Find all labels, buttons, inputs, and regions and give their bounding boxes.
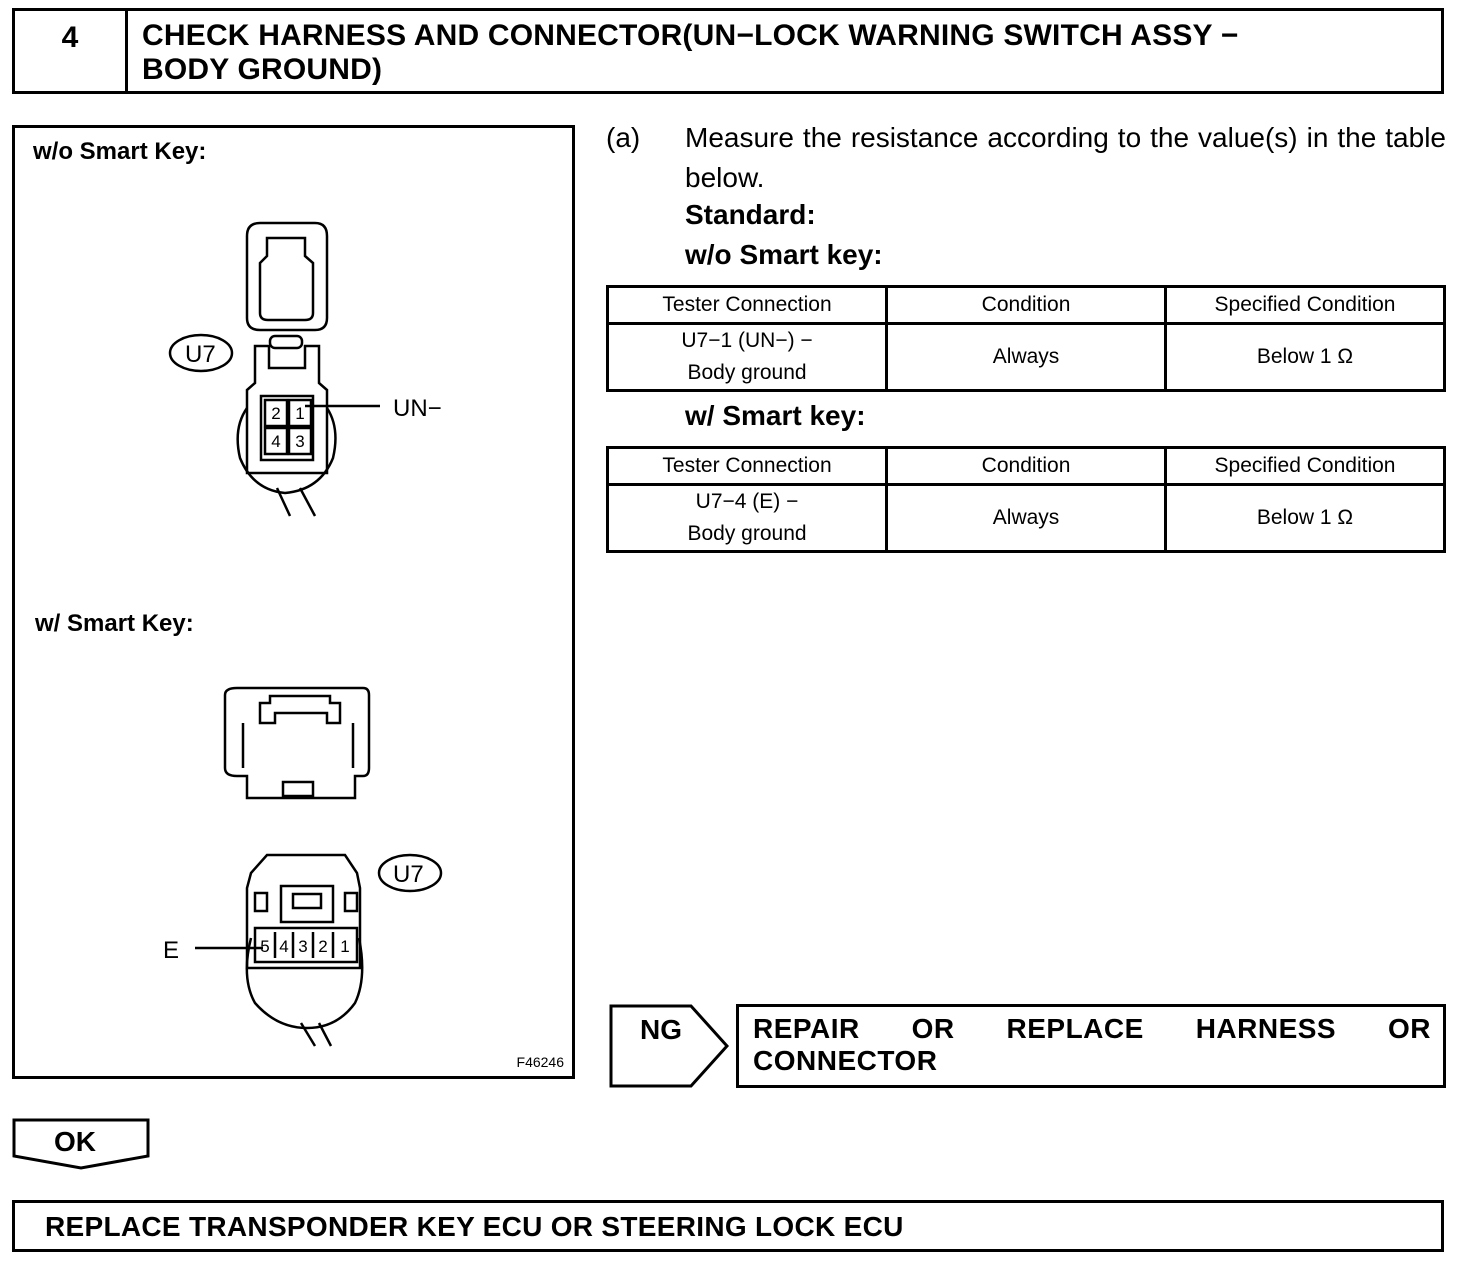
spec-table-without-smart-key: Tester Connection Condition Specified Co… [605,285,1446,392]
pin-number: 2 [318,937,327,956]
connector-pin-frame-lower [253,926,359,964]
pin-number: 2 [271,404,280,423]
connector-drawings: 2 1 4 3 5 4 3 2 1 U7 U7 UN− E [163,221,443,1047]
connector-cap-outline [245,221,329,332]
connector-body-upper [245,344,329,475]
instruction-text: Measure the resistance according to the … [685,122,1446,193]
connector-id-oval [168,333,234,373]
ok-arrow-shape [12,1118,150,1170]
with-smart-key-label: w/ Smart key: [685,400,866,431]
ng-tag: NG [609,1004,730,1088]
table-row: U7−1 (UN−) − Body ground Always Below 1 … [605,322,1446,392]
ng-result-word: REPLACE [1006,1013,1144,1044]
connector-body-lower [245,853,362,970]
pin-number: 1 [295,404,304,423]
ng-label: NG [640,1014,682,1045]
pin-cell [287,398,313,428]
pin-number: 1 [340,937,349,956]
pin-number: 4 [279,937,288,956]
ng-result-line2: CONNECTOR [753,1045,938,1076]
connector-cap-inner [258,236,315,322]
connector-figure: w/o Smart Key: w/ Smart Key: [12,125,575,1079]
column-header: Condition [885,285,1168,325]
step-title-line2: BODY GROUND) [142,53,383,86]
ng-result-word: OR [1388,1013,1431,1044]
pin-number: 5 [260,937,269,956]
without-smart-key-label: w/o Smart key: [685,239,883,270]
tester-connection-line: Body ground [687,361,807,384]
harness-loop-lower [245,937,364,1030]
connector-side-slot [343,891,359,913]
ok-tag: OK [12,1118,150,1170]
tester-connection-line: U7−1 (UN−) − [681,329,813,352]
table-row: U7−4 (E) − Body ground Always Below 1 Ω [605,483,1446,553]
connector-side-latch [258,694,342,725]
pin-cell [263,398,289,428]
wire [299,1022,317,1047]
instruction: (a) Measure the resistance according to … [606,118,1446,198]
ng-result-word: HARNESS [1195,1013,1337,1044]
ng-result-line1: REPAIR OR REPLACE HARNESS OR [753,1013,1431,1045]
column-header: Tester Connection [605,285,889,325]
specified-condition-cell: Below 1 Ω [1164,322,1446,392]
condition-cell: Always [885,322,1168,392]
figure-label-without-smart-key: w/o Smart Key: [33,138,207,165]
ok-label: OK [54,1126,96,1157]
connector-id-label: U7 [393,861,424,888]
pin-number: 3 [298,937,307,956]
pin-label-e: E [163,937,179,964]
wire [298,487,317,517]
spec-table-with-smart-key: Tester Connection Condition Specified Co… [605,446,1446,553]
pin-number: 4 [271,432,280,451]
step-title: CHECK HARNESS AND CONNECTOR(UN−LOCK WARN… [128,11,1441,91]
column-header: Specified Condition [1164,446,1446,486]
pin-cell [287,426,313,456]
connector-key [279,884,335,924]
pin-number: 3 [295,432,304,451]
table-header-row: Tester Connection Condition Specified Co… [605,285,1446,325]
column-header: Tester Connection [605,446,889,486]
condition-cell: Always [885,483,1168,553]
connector-id-oval [377,853,443,893]
pin-label-un: UN− [393,395,442,422]
instruction-marker: (a) [606,122,641,153]
tester-connection-cell: U7−1 (UN−) − Body ground [605,322,889,392]
table-header-row: Tester Connection Condition Specified Co… [605,446,1446,486]
connector-side-tab [281,780,315,798]
connector-id-label: U7 [185,341,216,368]
step-header: 4 CHECK HARNESS AND CONNECTOR(UN−LOCK WA… [12,8,1444,94]
tester-connection-line: U7−4 (E) − [695,490,799,513]
figure-code: F46246 [516,1054,564,1070]
column-header: Condition [885,446,1168,486]
wire [317,1022,333,1047]
wire [275,487,292,517]
specified-condition-cell: Below 1 Ω [1164,483,1446,553]
connector-key-inner [291,892,323,910]
step-title-line1: CHECK HARNESS AND CONNECTOR(UN−LOCK WARN… [142,19,1239,52]
column-header: Specified Condition [1164,285,1446,325]
ng-result-box: REPAIR OR REPLACE HARNESS OR CONNECTOR [736,1004,1446,1088]
ng-result-word: REPAIR [753,1013,860,1044]
step-number: 4 [15,11,128,91]
harness-loop-upper [236,407,337,495]
connector-side-view [223,686,371,800]
pin-cell [263,426,289,456]
ng-arrow-shape [609,1004,730,1088]
standard-label: Standard: [685,199,816,230]
tester-connection-cell: U7−4 (E) − Body ground [605,483,889,553]
ok-result-box: REPLACE TRANSPONDER KEY ECU OR STEERING … [12,1200,1444,1252]
connector-side-slot [253,891,269,913]
ng-result-word: OR [911,1013,955,1044]
connector-pin-frame [259,394,315,462]
figure-label-with-smart-key: w/ Smart Key: [35,610,194,637]
connector-latch [268,334,304,350]
tester-connection-line: Body ground [687,522,807,545]
